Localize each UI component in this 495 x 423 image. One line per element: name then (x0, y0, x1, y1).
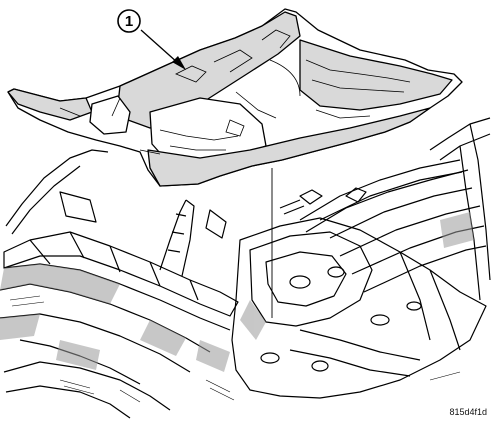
b-pillar (429, 117, 491, 151)
floor-pan (231, 217, 487, 399)
carpet-footwell-left (89, 95, 131, 135)
callout-1: 1 (117, 9, 186, 70)
callout-number: 1 (125, 13, 133, 30)
floor-ribs (319, 171, 463, 221)
figure-code: 815d4f1d (449, 407, 487, 417)
callout-leader (140, 29, 179, 64)
shading (0, 212, 474, 372)
floor-tunnel (249, 231, 373, 327)
hatch-lines (9, 295, 461, 403)
carpet-detail-lines (59, 29, 411, 155)
callout-circle (117, 9, 141, 33)
carpet-kickup (299, 39, 453, 111)
carpet-skirt (147, 107, 431, 187)
carpet-tunnel (117, 11, 301, 129)
callout-arrowhead (172, 56, 186, 70)
a-pillar (5, 149, 109, 227)
front-structure (159, 199, 187, 271)
floor-carpet (7, 8, 463, 187)
cowl (3, 231, 239, 317)
rocker (299, 159, 461, 221)
